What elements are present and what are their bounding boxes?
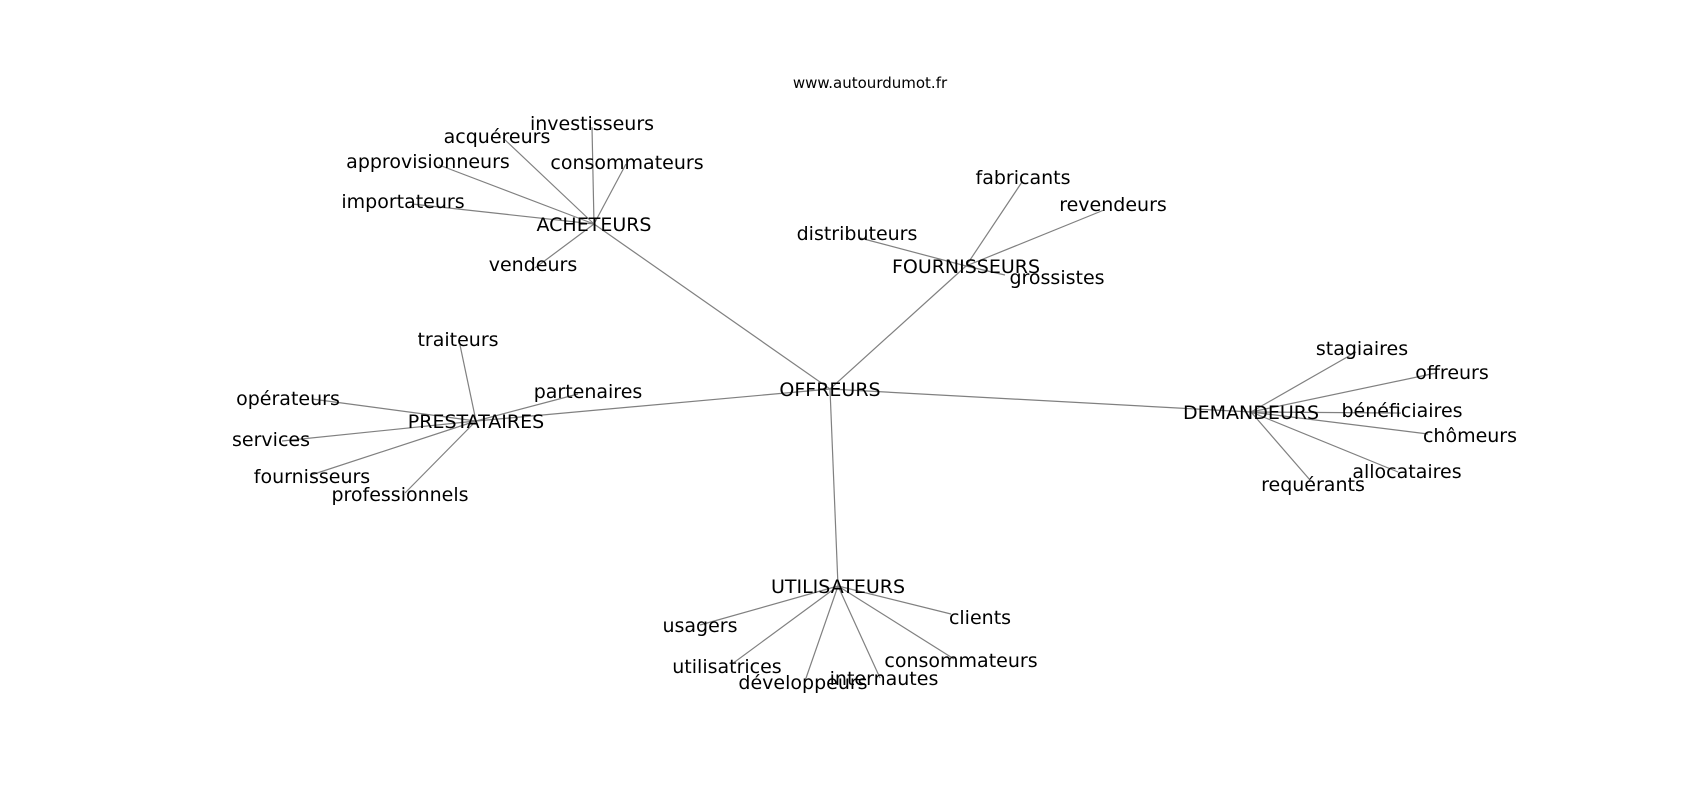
node-leaf-professionnels[interactable]: professionnels (331, 484, 468, 506)
edge-acheteurs-importateurs (411, 203, 595, 225)
node-hub-fournisseurs[interactable]: FOURNISSEURS (892, 256, 1040, 278)
node-leaf-operateurs[interactable]: opérateurs (236, 388, 340, 410)
edge-demandeurs-stagiaires (1250, 351, 1357, 413)
edge-fournisseurs-distributeurs (859, 237, 967, 267)
edge-acheteurs-vendeurs (534, 223, 595, 269)
edge-demandeurs-beneficiaires (1250, 411, 1402, 414)
edge-prestataires-partenaires (475, 393, 579, 422)
edge-utilisateurs-consommateurs (837, 585, 955, 660)
node-leaf-internautes[interactable]: internautes (830, 668, 939, 690)
edge-center-prestataires (475, 388, 831, 422)
node-leaf-consommateurs[interactable]: consommateurs (884, 650, 1037, 672)
edge-fournisseurs-fabricants (965, 181, 1023, 267)
edge-fournisseurs-revendeurs (965, 209, 1105, 267)
node-leaf-distributeurs[interactable]: distributeurs (797, 223, 918, 245)
node-leaf-requerants[interactable]: requérants (1261, 474, 1365, 496)
node-leaf-vendeurs[interactable]: vendeurs (489, 254, 577, 276)
node-leaf-developpeurs[interactable]: développeurs (738, 672, 867, 694)
edge-acheteurs-consommateurs (593, 163, 627, 225)
node-hub-demandeurs[interactable]: DEMANDEURS (1183, 402, 1319, 424)
node-leaf-importateurs[interactable]: importateurs (341, 191, 464, 213)
node-hub-acheteurs[interactable]: ACHETEURS (536, 214, 651, 236)
edge-fournisseurs-grossistes (965, 265, 1006, 276)
graph-labels: OFFREURS ACHETEURS investisseursacquéreurs… (232, 113, 1517, 694)
watermark-text: www.autourdumot.fr (793, 74, 948, 92)
edge-demandeurs-requerants (1250, 411, 1311, 481)
node-leaf-consommateurs[interactable]: consommateurs (550, 152, 703, 174)
node-leaf-services[interactable]: services (232, 429, 310, 451)
node-leaf-fabricants[interactable]: fabricants (976, 167, 1071, 189)
node-leaf-acquereurs[interactable]: acquéreurs (444, 126, 551, 148)
edge-acheteurs-approvisionneurs (438, 164, 595, 225)
edge-prestataires-services (281, 420, 477, 442)
node-leaf-beneficiaires[interactable]: bénéficiaires (1341, 400, 1462, 422)
node-leaf-clients[interactable]: clients (949, 607, 1011, 629)
edge-demandeurs-allocataires (1250, 411, 1399, 473)
node-leaf-utilisatrices[interactable]: utilisatrices (672, 656, 781, 678)
node-leaf-partenaires[interactable]: partenaires (534, 381, 643, 403)
node-leaf-stagiaires[interactable]: stagiaires (1316, 338, 1408, 360)
node-leaf-revendeurs[interactable]: revendeurs (1059, 194, 1167, 216)
node-leaf-fournisseurs[interactable]: fournisseurs (254, 466, 370, 488)
edge-utilisateurs-utilisatrices (731, 585, 839, 665)
node-leaf-usagers[interactable]: usagers (662, 615, 737, 637)
edge-prestataires-professionnels (404, 420, 477, 494)
edge-utilisateurs-internautes (837, 585, 881, 679)
edge-center-fournisseurs (829, 265, 967, 390)
edge-acheteurs-acquereurs (502, 137, 595, 225)
edge-acheteurs-investisseurs (591, 126, 595, 225)
node-center-offreurs[interactable]: OFFREURS (779, 379, 880, 401)
node-leaf-approvisionneurs[interactable]: approvisionneurs (346, 151, 510, 173)
edge-demandeurs-offreurs (1250, 372, 1437, 413)
edge-utilisateurs-clients (837, 585, 952, 615)
graph-edges (281, 126, 1437, 682)
node-leaf-chomeurs[interactable]: chômeurs (1423, 425, 1517, 447)
edge-center-acheteurs (593, 223, 831, 390)
node-leaf-grossistes[interactable]: grossistes (1009, 267, 1104, 289)
node-leaf-offreurs[interactable]: offreurs (1415, 362, 1489, 384)
edge-center-demandeurs (829, 388, 1252, 413)
edge-prestataires-traiteurs (459, 344, 477, 422)
node-leaf-allocataires[interactable]: allocataires (1352, 461, 1461, 483)
edge-prestataires-fournisseurs (310, 420, 477, 476)
node-leaf-investisseurs[interactable]: investisseurs (530, 113, 654, 135)
edge-demandeurs-chomeurs (1250, 411, 1429, 435)
edge-prestataires-operateurs (311, 398, 477, 422)
node-hub-utilisateurs[interactable]: UTILISATEURS (771, 576, 905, 598)
node-leaf-traiteurs[interactable]: traiteurs (417, 329, 498, 351)
node-hub-prestataires[interactable]: PRESTATAIRES (408, 411, 544, 433)
edge-utilisateurs-usagers (699, 585, 839, 626)
edge-center-utilisateurs (829, 388, 839, 587)
edge-utilisateurs-developpeurs (804, 585, 839, 682)
